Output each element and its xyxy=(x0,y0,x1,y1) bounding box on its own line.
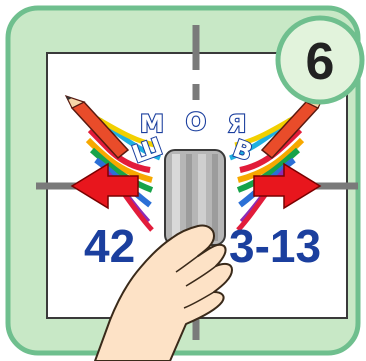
sign-letter-3: Я xyxy=(228,110,246,138)
phone-right: 3-13 xyxy=(229,220,321,272)
step-badge: 6 xyxy=(278,18,362,102)
step-number: 6 xyxy=(306,33,335,91)
sign-letter-2: О xyxy=(186,108,206,136)
phone-left: 42 xyxy=(84,220,135,272)
